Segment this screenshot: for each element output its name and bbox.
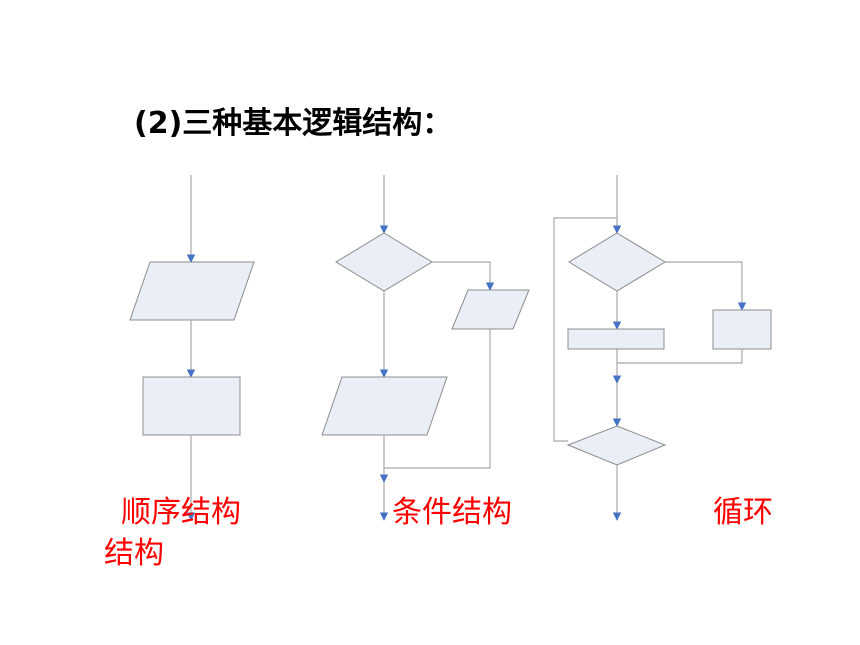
condition-left-parallelogram (321, 376, 448, 436)
condition-flowchart (321, 175, 530, 521)
loop-back-edge (553, 217, 617, 442)
condition-right-branch (432, 261, 495, 291)
loop-caption: 循环 (713, 495, 773, 530)
loop-left-process-box (567, 328, 665, 350)
sequence-caption-wrap: 结构 (104, 536, 164, 571)
loop-bottom-diamond (566, 425, 667, 466)
loop-right-merge (617, 349, 743, 364)
condition-decision-diamond (335, 232, 433, 292)
sequence-io-parallelogram (129, 261, 255, 321)
loop-top-diamond (568, 232, 666, 292)
condition-right-parallelogram (451, 289, 530, 330)
slide-title: (2)三种基本逻辑结构： (134, 106, 453, 141)
loop-flowchart (553, 175, 772, 521)
sequence-flowchart (129, 175, 255, 521)
condition-right-merge (384, 329, 491, 469)
sequence-process-box (142, 376, 241, 436)
loop-right-process-box (712, 309, 772, 350)
condition-caption: 条件结构 (392, 495, 512, 530)
loop-right-branch (665, 261, 747, 311)
sequence-caption: 顺序结构 (121, 495, 241, 530)
